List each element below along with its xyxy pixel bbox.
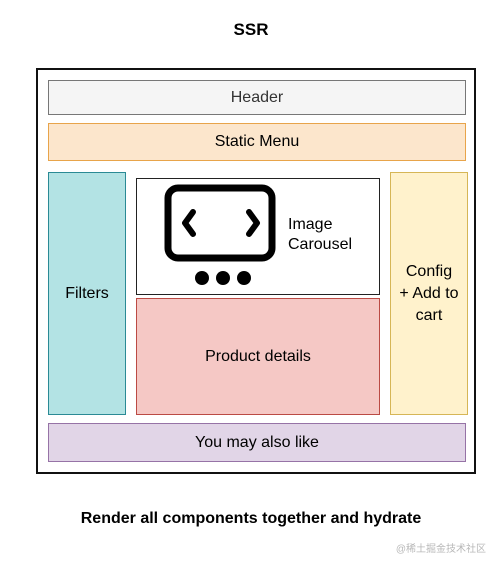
image-carousel-box [136, 178, 380, 295]
diagram-caption: Render all components together and hydra… [80, 510, 422, 527]
config-label-line3: cart [415, 306, 443, 324]
image-carousel-label: Image Carousel [288, 215, 352, 255]
you-may-also-like-box: You may also like [48, 423, 466, 462]
filters-box: Filters [48, 172, 126, 415]
watermark: @稀土掘金技术社区 [395, 544, 486, 555]
static-menu-box: Static Menu [48, 123, 466, 161]
image-carousel-label-line2: Carousel [288, 236, 353, 253]
product-details-box: Product details [136, 298, 380, 415]
diagram-title: SSR [233, 20, 269, 39]
config-label-line1: Config [405, 262, 453, 280]
image-carousel-icon [164, 184, 276, 285]
header-box: Header [48, 80, 466, 115]
config-add-to-cart-box: Config + Add to cart [390, 172, 468, 415]
config-label-line2: + Add to [399, 284, 459, 302]
image-carousel-label-line1: Image [288, 216, 333, 233]
